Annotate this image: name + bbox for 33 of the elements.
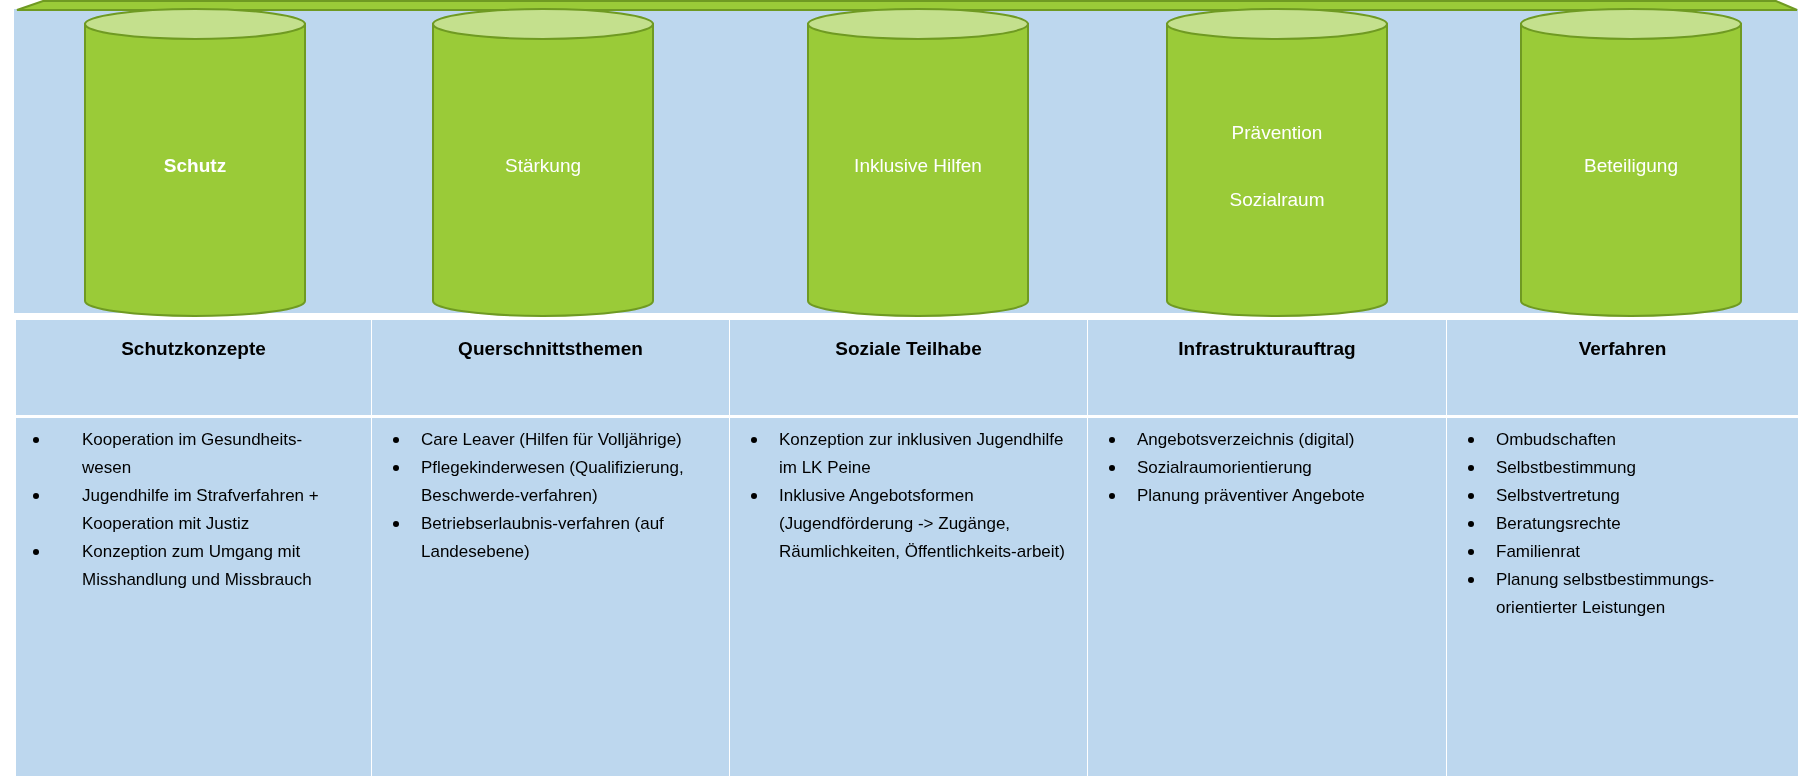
- list-item: Kooperation im Gesundheits-wesen: [82, 430, 303, 477]
- list-item: Jugendhilfe im Strafverfahren + Kooperation mit Justiz: [82, 486, 319, 533]
- table-cell: [1088, 418, 1446, 776]
- column-header: Infrastrukturauftrag: [1088, 320, 1446, 415]
- list-item: Konzeption zur inklusiven Jugendhilfe im LK Peine: [779, 430, 1064, 477]
- list-item: Sozialraumorientierung: [1137, 458, 1312, 477]
- list-item: Selbstvertretung: [1496, 486, 1620, 505]
- list-item: Beratungsrechte: [1496, 514, 1621, 533]
- column-header: Querschnittsthemen: [372, 320, 729, 415]
- list-item: Betriebserlaubnis-verfahren (auf Landesebene): [421, 514, 664, 561]
- table-cell: [372, 418, 729, 776]
- list-item: Planung selbstbestimmungs-orientierter Leistungen: [1496, 570, 1715, 617]
- pillar-label: Inklusive Hilfen: [853, 154, 983, 178]
- list-item: Ombudschaften: [1496, 430, 1616, 449]
- pillar-label: Sozialraum: [1228, 187, 1326, 212]
- column-header: Schutzkonzepte: [16, 320, 371, 415]
- pillar-label: Stärkung: [503, 154, 582, 178]
- column-header: Soziale Teilhabe: [730, 320, 1087, 415]
- list-item: Planung präventiver Angebote: [1137, 486, 1365, 505]
- list-item: Familienrat: [1496, 542, 1581, 561]
- list-item: Pflegekinderwesen (Qualifizierung, Beschwerde-verfahren): [421, 458, 684, 505]
- table-cell: [730, 418, 1087, 776]
- list-item: Selbstbestimmung: [1496, 458, 1636, 477]
- list-item: Inklusive Angebotsformen (Jugendförderung -> Zugänge, Räumlichkeiten, Öffentlichkeits-arbeit): [779, 486, 1065, 561]
- pillar-label: Schutz: [162, 154, 228, 178]
- column-header: Verfahren: [1447, 320, 1798, 415]
- table-cell: [1447, 418, 1798, 776]
- list-item: Angebotsverzeichnis (digital): [1137, 430, 1355, 449]
- pillar-label: Beteiligung: [1583, 154, 1679, 178]
- pillar-label: Prävention: [1230, 120, 1324, 145]
- table-cell: [16, 418, 371, 776]
- list-item: Konzeption zum Umgang mit Misshandlung und Missbrauch: [82, 542, 312, 589]
- list-item: Care Leaver (Hilfen für Volljährige): [421, 430, 682, 449]
